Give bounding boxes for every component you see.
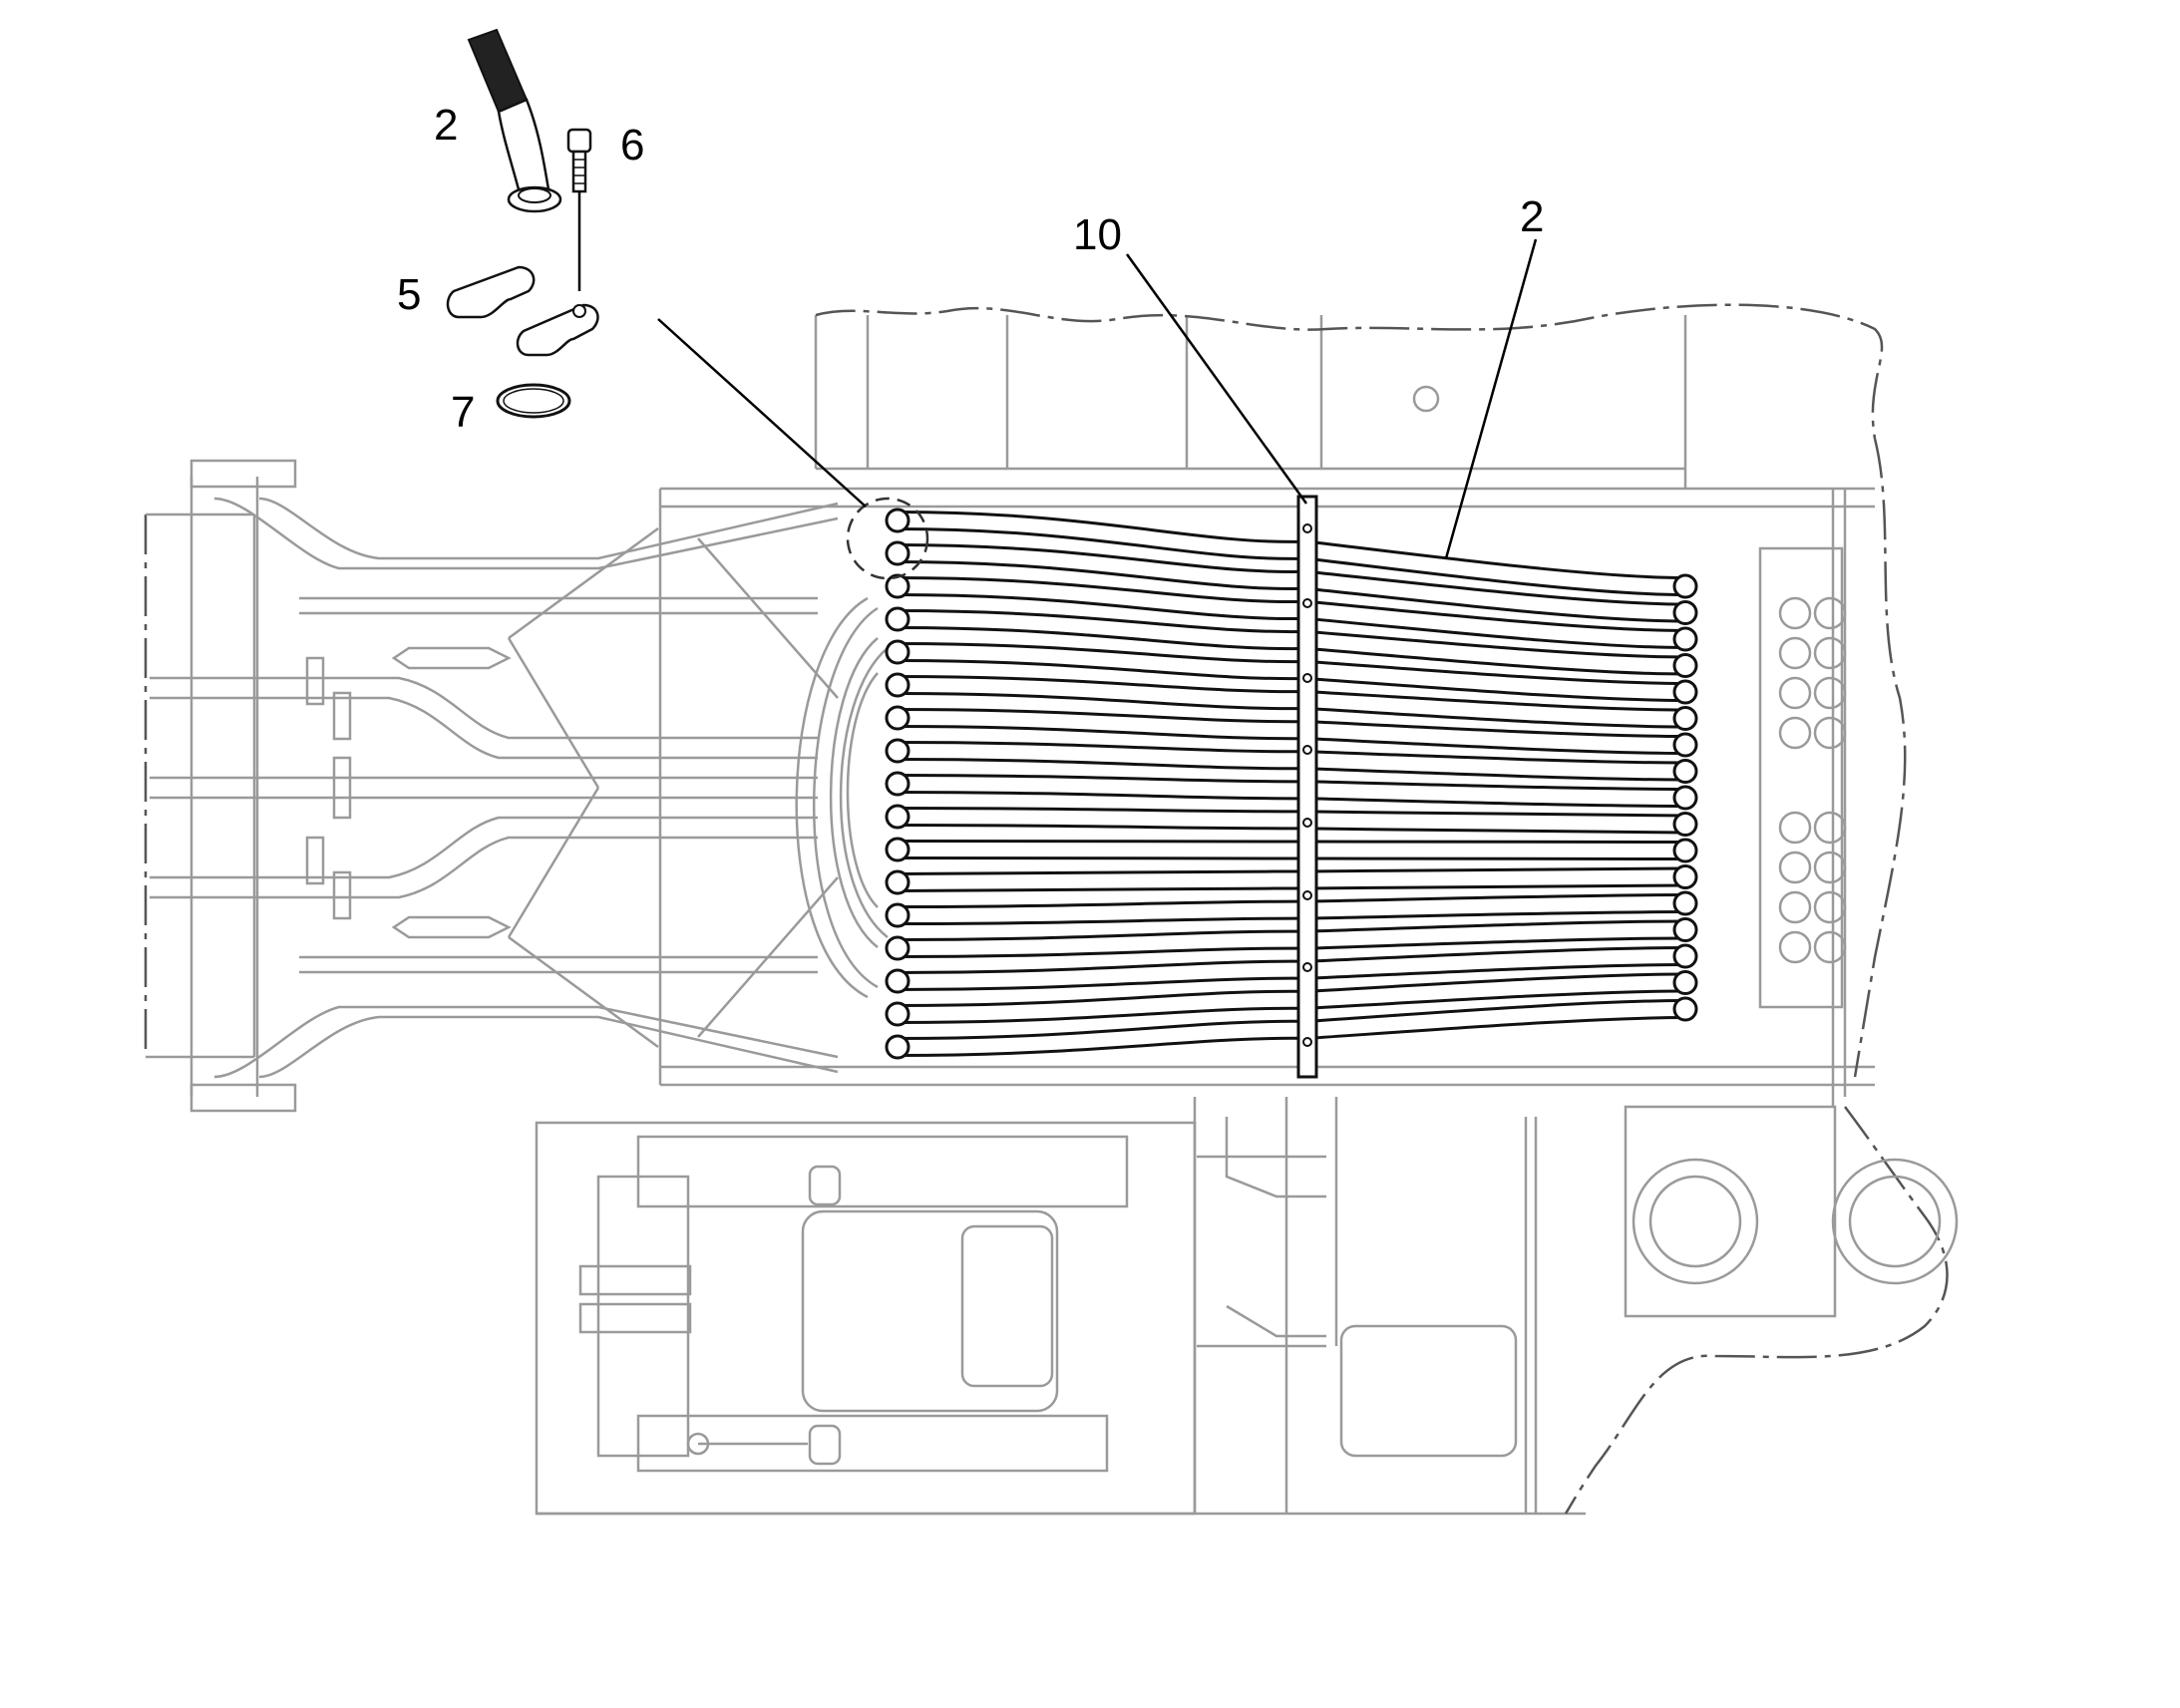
callout-bracket: 10 [1073,210,1122,259]
upper-bolt-hole [1412,385,1440,413]
hose-end-right [1672,706,1698,731]
hose-end-right [1672,732,1698,758]
hose-line [897,777,1686,805]
hose-end-left [885,508,910,533]
hose-line [897,843,1686,857]
exploded-hose-fitting [467,28,562,213]
hose-end-left [885,869,910,895]
port-right [1831,1158,1959,1285]
hose-end-right [1672,996,1698,1022]
curved-hose-arc [795,596,889,999]
hose-end-right [1672,812,1698,837]
valve-stack [1758,546,1844,1009]
valve-block-lower [1624,1105,1837,1318]
hose-end-left [885,935,910,961]
hose-bracket [1296,495,1318,1079]
bracket-hole [1302,818,1312,828]
hose-end-left [885,804,910,830]
screw-part [566,128,592,291]
bracket-hole [1302,673,1312,683]
hose-end-right [1672,970,1698,995]
operator-seat [801,1209,1059,1413]
hose-bundle [885,508,1698,1060]
port-left [1632,1158,1759,1285]
hose-end-right [1672,573,1698,599]
hose-end-right [1672,759,1698,784]
hose-end-right [1672,600,1698,625]
hose-end-left [885,705,910,731]
hose-end-left [885,639,910,665]
hose-end-right [1672,626,1698,652]
hose-end-right [1672,917,1698,942]
break-line-top [815,303,1884,440]
hose-end-left [885,837,910,862]
valve-ports [1778,596,1847,964]
hose-end-left [885,573,910,599]
leader-bracket [1125,253,1308,505]
callout-o-ring: 7 [451,388,475,437]
hose-end-left [885,1001,910,1027]
hose-line [897,810,1686,832]
hose-end-left [885,968,910,994]
callout-clamp-half: 5 [397,270,421,319]
hose-end-left [885,606,910,632]
machine-frame [144,303,1959,1516]
split-flange-clamps [446,265,599,357]
bracket-hole [1302,962,1312,972]
hose-end-left [885,672,910,698]
hose-line [897,869,1686,889]
hose-end-right [1672,890,1698,916]
hose-end-right [1672,653,1698,678]
hose-end-left [885,738,910,764]
bracket-hole [1302,523,1312,533]
bracket-hole [1302,1037,1312,1047]
hose-end-right [1672,785,1698,811]
hose-end-right [1672,943,1698,969]
callout-hose-bundle: 2 [1520,192,1544,241]
hose-end-left [885,771,910,797]
detail-callout [657,318,929,580]
o-ring [496,383,571,419]
hose-end-right [1672,838,1698,863]
hose-end-left [885,902,910,928]
hose-end-left [885,1034,910,1060]
bracket-hole [1302,890,1312,900]
pipe-clamp-left-group [305,656,352,920]
callout-screw: 6 [620,121,644,170]
hose-end-right [1672,864,1698,889]
bracket-hole [1302,745,1312,755]
leader-hose-bundle [1444,238,1538,559]
hose-end-right [1672,679,1698,705]
hose-end-left [885,540,910,566]
callout-hose-detail: 2 [434,101,458,150]
bracket-hole [1302,598,1312,608]
